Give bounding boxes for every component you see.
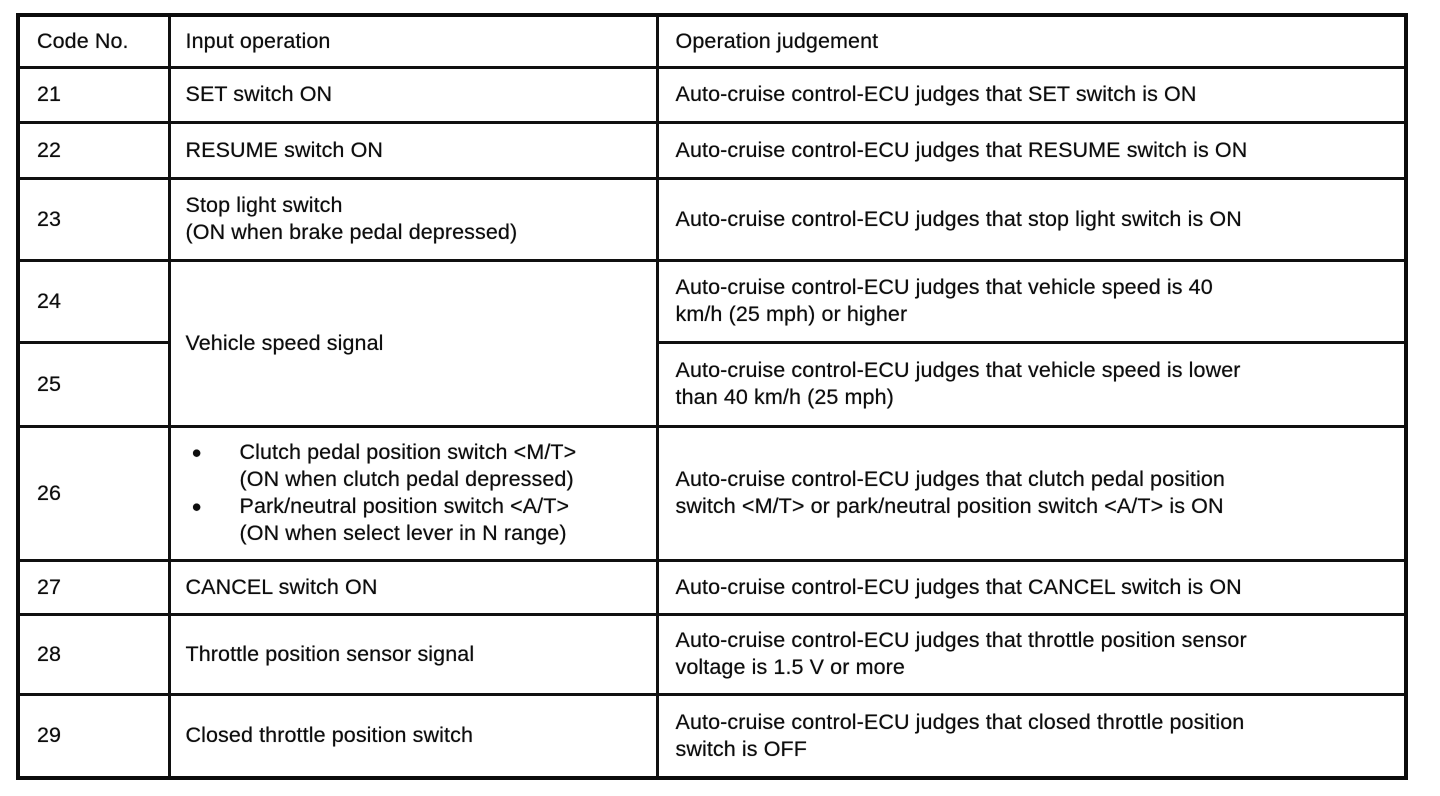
bullet-text: Clutch pedal position switch <M/T> (ON w… bbox=[239, 440, 577, 491]
input-cell: Closed throttle position switch bbox=[167, 692, 659, 780]
code-cell: 25 bbox=[16, 340, 171, 428]
code-cell: 27 bbox=[16, 558, 171, 616]
judgement-cell: Auto-cruise control-ECU judges that clos… bbox=[655, 692, 1408, 780]
table-row: 24 Vehicle speed signal Auto-cruise cont… bbox=[16, 258, 1408, 428]
code-cell: 28 bbox=[16, 612, 171, 696]
list-item: ● Park/neutral position switch <A/T> (ON… bbox=[186, 493, 648, 547]
header-row: Code No. Input operation Operation judge… bbox=[16, 13, 1408, 69]
judgement-cell: Auto-cruise control-ECU judges that thro… bbox=[655, 612, 1408, 696]
code-cell: 24 bbox=[16, 258, 171, 344]
bullet-text: Park/neutral position switch <A/T> (ON w… bbox=[239, 494, 570, 545]
input-cell: Stop light switch (ON when brake pedal d… bbox=[167, 176, 659, 262]
judgement-cell: Auto-cruise control-ECU judges that vehi… bbox=[655, 340, 1408, 428]
judgement-cell: Auto-cruise control-ECU judges that CANC… bbox=[655, 558, 1408, 616]
code-cell: 29 bbox=[16, 692, 171, 780]
code-cell: 22 bbox=[16, 120, 171, 180]
judgement-cell: Auto-cruise control-ECU judges that stop… bbox=[655, 176, 1408, 262]
code-cell: 26 bbox=[16, 424, 171, 562]
table-row: 28 Throttle position sensor signal Auto-… bbox=[16, 612, 1408, 696]
input-cell-merged: Vehicle speed signal bbox=[167, 258, 659, 428]
header-cell-operation-judgement: Operation judgement bbox=[655, 13, 1408, 69]
table-row: 21 SET switch ON Auto-cruise control-ECU… bbox=[16, 65, 1408, 124]
bullet-icon: ● bbox=[191, 497, 202, 516]
bullet-list: ● Clutch pedal position switch <M/T> (ON… bbox=[186, 439, 648, 547]
header-cell-input-operation: Input operation bbox=[167, 13, 659, 69]
diagnostic-code-table: Code No. Input operation Operation judge… bbox=[16, 13, 1408, 780]
list-item: ● Clutch pedal position switch <M/T> (ON… bbox=[186, 439, 648, 493]
judgement-cell: Auto-cruise control-ECU judges that SET … bbox=[655, 65, 1408, 124]
table-row: 22 RESUME switch ON Auto-cruise control-… bbox=[16, 120, 1408, 180]
input-cell: SET switch ON bbox=[167, 65, 659, 124]
table-row: 29 Closed throttle position switch Auto-… bbox=[16, 692, 1408, 780]
input-cell: ● Clutch pedal position switch <M/T> (ON… bbox=[167, 424, 659, 562]
input-cell: CANCEL switch ON bbox=[167, 558, 659, 616]
table-row: 23 Stop light switch (ON when brake peda… bbox=[16, 176, 1408, 262]
input-cell: Throttle position sensor signal bbox=[167, 612, 659, 696]
table-row: 27 CANCEL switch ON Auto-cruise control-… bbox=[16, 558, 1408, 616]
judgement-cell: Auto-cruise control-ECU judges that clut… bbox=[655, 424, 1408, 562]
bullet-icon: ● bbox=[191, 443, 202, 462]
table-row: 26 ● Clutch pedal position switch <M/T> … bbox=[16, 424, 1408, 562]
judgement-cell: Auto-cruise control-ECU judges that vehi… bbox=[655, 258, 1408, 344]
input-cell: RESUME switch ON bbox=[167, 120, 659, 180]
code-cell: 21 bbox=[16, 65, 171, 124]
code-cell: 23 bbox=[16, 176, 171, 262]
judgement-cell: Auto-cruise control-ECU judges that RESU… bbox=[655, 120, 1408, 180]
header-cell-code: Code No. bbox=[16, 13, 171, 69]
table-row: 25 Auto-cruise control-ECU judges that v… bbox=[16, 340, 1408, 428]
